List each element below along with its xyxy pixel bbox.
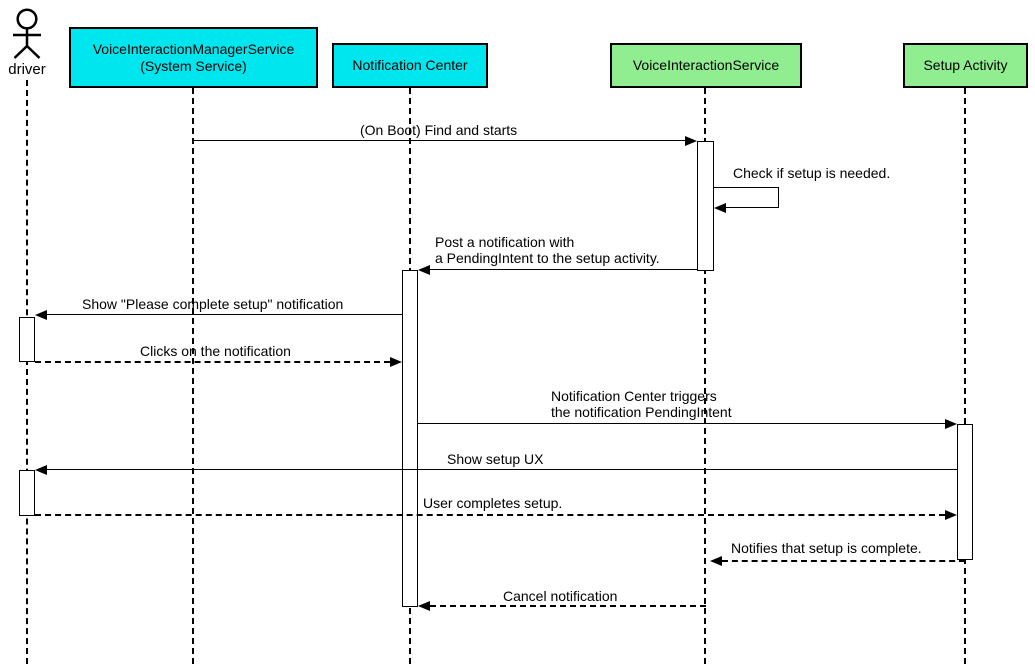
message-1-line — [193, 140, 685, 141]
message-8-line — [35, 514, 945, 516]
message-6-line — [418, 423, 945, 424]
participant-notification-center: Notification Center — [332, 43, 488, 88]
message-3-label: Post a notification with a PendingIntent… — [435, 234, 660, 266]
activation-notification-center — [402, 270, 418, 607]
message-8-arrowhead — [945, 510, 957, 520]
message-9-label: Notifies that setup is complete. — [731, 540, 922, 556]
message-1-arrowhead — [685, 136, 697, 146]
message-3-line — [430, 269, 697, 270]
message-1-label: (On Boot) Find and starts — [360, 122, 518, 138]
message-2-line-vertical — [778, 187, 779, 208]
message-4-label: Show "Please complete setup" notificatio… — [82, 296, 344, 312]
message-2-line-return — [726, 207, 779, 208]
participant-label: Notification Center — [352, 57, 468, 73]
message-6-label: Notification Center triggers the notific… — [551, 388, 732, 420]
message-4-line — [47, 314, 402, 315]
message-6-label-line1: Notification Center triggers — [551, 388, 717, 404]
participant-label: Setup Activity — [923, 57, 1008, 73]
message-9-arrowhead — [710, 556, 722, 566]
activation-setup-activity — [957, 424, 973, 560]
participant-label: VoiceInteractionManagerService — [92, 40, 295, 57]
lifeline-driver — [26, 80, 28, 664]
message-4-arrowhead — [35, 310, 47, 320]
participant-voice-interaction-manager-service: VoiceInteractionManagerService (System S… — [69, 27, 318, 88]
message-6-arrowhead — [945, 419, 957, 429]
message-5-line — [35, 361, 390, 363]
message-2-line-out — [714, 187, 779, 188]
activation-driver-2 — [19, 470, 35, 516]
activation-driver-1 — [19, 317, 35, 362]
participant-label: VoiceInteractionService — [632, 57, 780, 73]
message-7-label: Show setup UX — [447, 451, 544, 467]
activation-voice-interaction-service — [697, 141, 714, 271]
actor-driver — [6, 5, 50, 67]
message-3-arrowhead — [418, 265, 430, 275]
participant-setup-activity: Setup Activity — [903, 43, 1028, 88]
person-icon — [13, 8, 41, 59]
message-6-label-line2: the notification PendingIntent — [551, 404, 732, 420]
lifeline-setup-activity — [964, 88, 966, 664]
participant-sublabel: (System Service) — [140, 57, 247, 74]
message-3-label-line1: Post a notification with — [435, 234, 575, 250]
actor-label: driver — [8, 61, 46, 78]
message-10-label: Cancel notification — [503, 588, 618, 604]
message-9-line — [722, 560, 965, 562]
message-2-label: Check if setup is needed. — [733, 165, 891, 181]
message-3-label-line2: a PendingIntent to the setup activity. — [435, 250, 660, 266]
message-5-arrowhead — [390, 357, 402, 367]
message-10-arrowhead — [418, 601, 430, 611]
lifeline-voice-interaction-manager-service — [192, 88, 194, 664]
participant-voice-interaction-service: VoiceInteractionService — [610, 43, 802, 88]
message-10-line — [430, 605, 706, 607]
message-8-label: User completes setup. — [423, 495, 563, 511]
lifeline-voice-interaction-service — [704, 88, 706, 664]
message-5-label: Clicks on the notification — [140, 343, 291, 359]
message-7-arrowhead — [35, 465, 47, 475]
message-7-line — [47, 469, 957, 470]
message-2-arrowhead — [714, 203, 726, 213]
